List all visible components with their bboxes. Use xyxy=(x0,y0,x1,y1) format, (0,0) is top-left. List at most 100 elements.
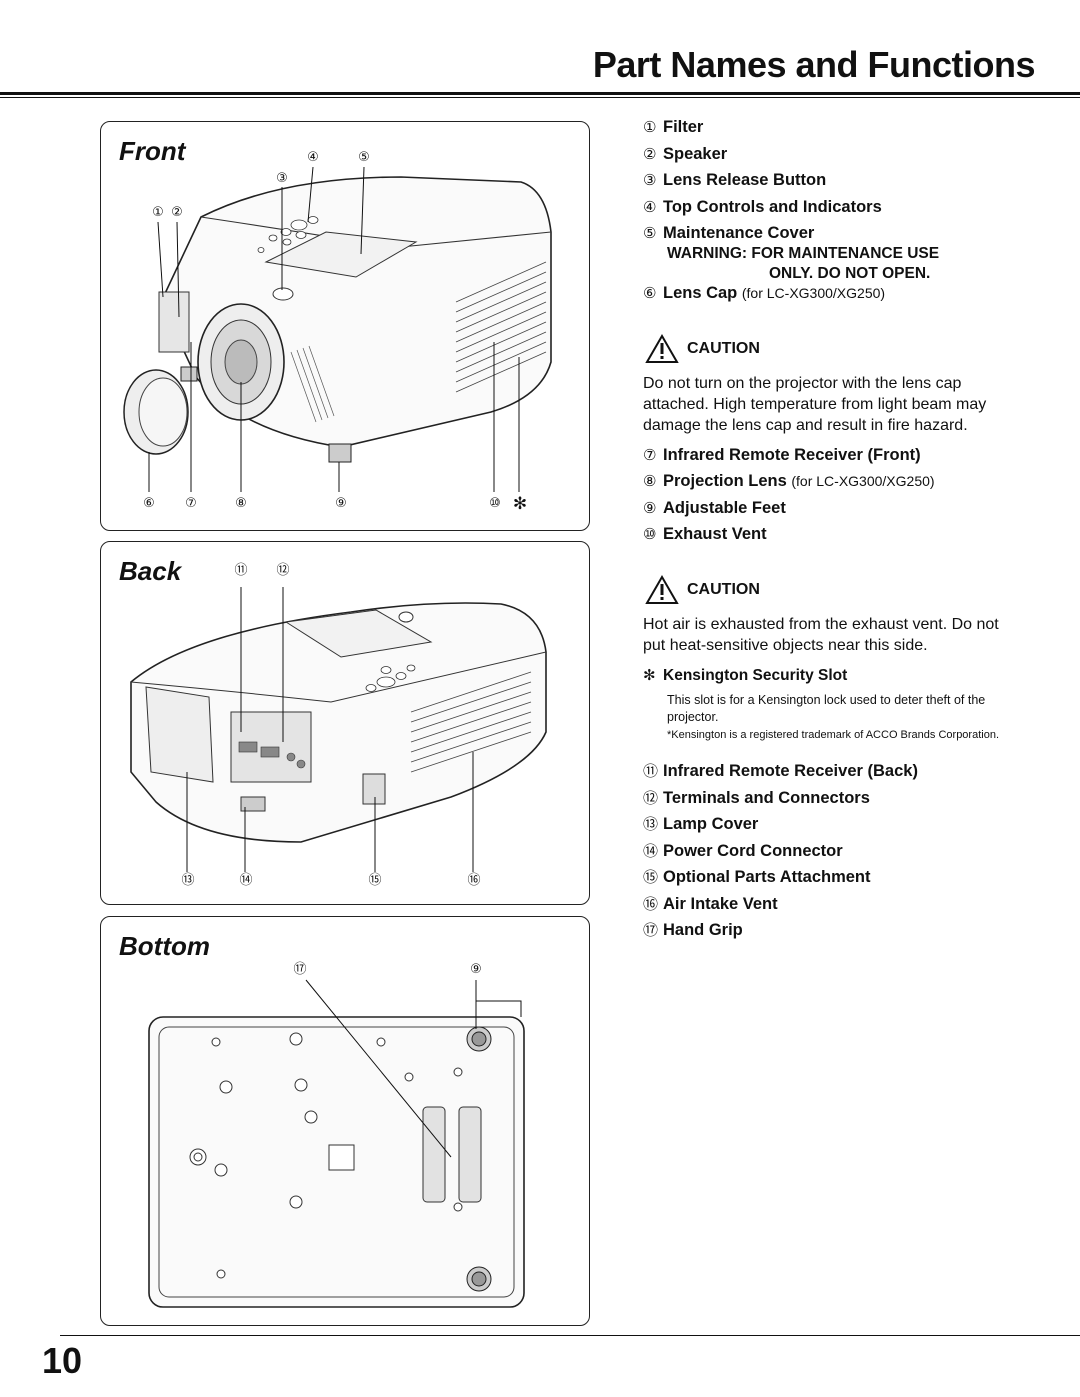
caution-heading-2: CAUTION xyxy=(645,570,1003,610)
item-number: ⑫ xyxy=(643,788,659,807)
item-number: ③ xyxy=(643,171,657,189)
list-item: ⑦ Infrared Remote Receiver (Front) xyxy=(643,446,1003,473)
callout-3: ③ xyxy=(276,171,288,186)
front-projector-illustration xyxy=(123,166,552,492)
callout-12: ⑫ xyxy=(276,563,290,578)
callout-17: ⑰ xyxy=(293,962,307,977)
front-panel-label: Front xyxy=(119,136,186,166)
bottom-projector-illustration xyxy=(148,979,525,1308)
item-name: Lens Cap xyxy=(663,284,738,302)
callout-14: ⑭ xyxy=(239,873,253,888)
item-name: Maintenance Cover xyxy=(663,224,815,242)
item-number: ⑥ xyxy=(643,284,657,302)
callout-8: ⑧ xyxy=(235,496,247,511)
warning-triangle-icon xyxy=(645,574,679,604)
item-number: ⑨ xyxy=(643,498,657,517)
callout-7: ⑦ xyxy=(185,496,197,511)
page-number: 10 xyxy=(42,1340,83,1381)
item-name: Infrared Remote Receiver (Front) xyxy=(663,445,921,464)
item-name: Air Intake Vent xyxy=(663,894,778,913)
item-name: Terminals and Connectors xyxy=(663,788,870,807)
item-name: Infrared Remote Receiver (Back) xyxy=(663,762,918,780)
list-item: ⑤ Maintenance Cover xyxy=(643,224,1003,244)
bottom-panel-label: Bottom xyxy=(119,931,210,961)
callout-15: ⑮ xyxy=(368,873,382,888)
back-panel-label: Back xyxy=(119,556,182,586)
item-number: ⑰ xyxy=(643,921,659,939)
item-number: ④ xyxy=(643,197,657,216)
list-item: ⑧ Projection Lens (for LC-XG300/XG250) xyxy=(643,472,1003,499)
callout-1: ① xyxy=(152,205,164,220)
callout-13: ⑬ xyxy=(181,873,195,888)
footer-rule xyxy=(60,1335,1080,1336)
item-name: Top Controls and Indicators xyxy=(663,197,882,216)
list-item: ② Speaker xyxy=(643,145,1003,172)
list-item: ✻ Kensington Security Slot xyxy=(643,666,1003,693)
callout-16: ⑯ xyxy=(467,873,481,888)
item-name: Filter xyxy=(663,118,704,136)
item-name: Lens Release Button xyxy=(663,171,827,189)
maintenance-warning-line2: ONLY. DO NOT OPEN. xyxy=(769,265,931,282)
callout-9-bottom: ⑨ xyxy=(470,962,482,977)
callout-9: ⑨ xyxy=(335,496,347,511)
item-number: ⑯ xyxy=(643,894,659,913)
callout-2: ② xyxy=(171,205,183,220)
list-item: ① Filter xyxy=(643,118,1003,145)
item-number: ✻ xyxy=(643,665,656,684)
callout-kensington: ✻ xyxy=(512,494,528,514)
caution-label: CAUTION xyxy=(687,339,760,357)
item-name: Lamp Cover xyxy=(663,815,759,833)
item-number: ⑬ xyxy=(643,815,659,833)
callout-11: ⑪ xyxy=(234,563,248,578)
back-projector-illustration xyxy=(130,587,547,872)
item-note: (for LC-XG300/XG250) xyxy=(791,473,935,489)
list-item: ⑨ Adjustable Feet xyxy=(643,499,1003,526)
bottom-panel: Bottom ⑰ ⑨ xyxy=(100,916,590,1326)
item-name: Hand Grip xyxy=(663,921,743,939)
callout-10: ⑩ xyxy=(489,496,501,511)
caution-label: CAUTION xyxy=(687,580,760,598)
warning-triangle-icon xyxy=(645,333,679,363)
item-number: ⑭ xyxy=(643,841,659,860)
item-name: Speaker xyxy=(663,144,728,163)
callout-6: ⑥ xyxy=(143,496,155,511)
item-number: ⑩ xyxy=(643,525,657,543)
item-number: ⑧ xyxy=(643,472,657,490)
list-item: ④ Top Controls and Indicators xyxy=(643,198,1003,225)
kensington-trademark: *Kensington is a registered trademark of… xyxy=(667,729,999,741)
item-number: ⑦ xyxy=(643,445,657,464)
list-item: ⑥ Lens Cap (for LC-XG300/XG250) xyxy=(643,284,1003,311)
front-panel: Front xyxy=(100,121,590,531)
caution-exhaust-text: Hot air is exhausted from the exhaust ve… xyxy=(643,615,999,654)
list-item: ③ Lens Release Button xyxy=(643,171,1003,198)
caution-heading: CAUTION xyxy=(645,329,1003,369)
item-name: Adjustable Feet xyxy=(663,498,786,517)
item-note: (for LC-XG300/XG250) xyxy=(741,285,886,301)
maintenance-warning: WARNING: FOR MAINTENANCE USE xyxy=(667,245,940,262)
page-title: Part Names and Functions xyxy=(592,44,1036,85)
back-panel: Back xyxy=(100,541,590,905)
item-number: ⑤ xyxy=(643,224,657,242)
item-name: Kensington Security Slot xyxy=(663,666,848,684)
item-number: ⑪ xyxy=(643,762,659,780)
item-name: Exhaust Vent xyxy=(663,525,767,543)
caution-lens-cap-text: Do not turn on the projector with the le… xyxy=(643,374,987,434)
item-number: ② xyxy=(643,144,657,163)
item-number: ⑮ xyxy=(643,868,659,886)
list-item: ⑩ Exhaust Vent xyxy=(643,525,1003,552)
item-name: Power Cord Connector xyxy=(663,841,843,860)
item-number: ① xyxy=(643,118,657,136)
title-rule xyxy=(0,92,1080,98)
item-name: Optional Parts Attachment xyxy=(663,868,871,886)
callout-5: ⑤ xyxy=(358,150,370,165)
callout-4: ④ xyxy=(307,150,319,165)
item-name: Projection Lens xyxy=(663,472,787,490)
kensington-description: This slot is for a Kensington lock used … xyxy=(667,693,986,724)
